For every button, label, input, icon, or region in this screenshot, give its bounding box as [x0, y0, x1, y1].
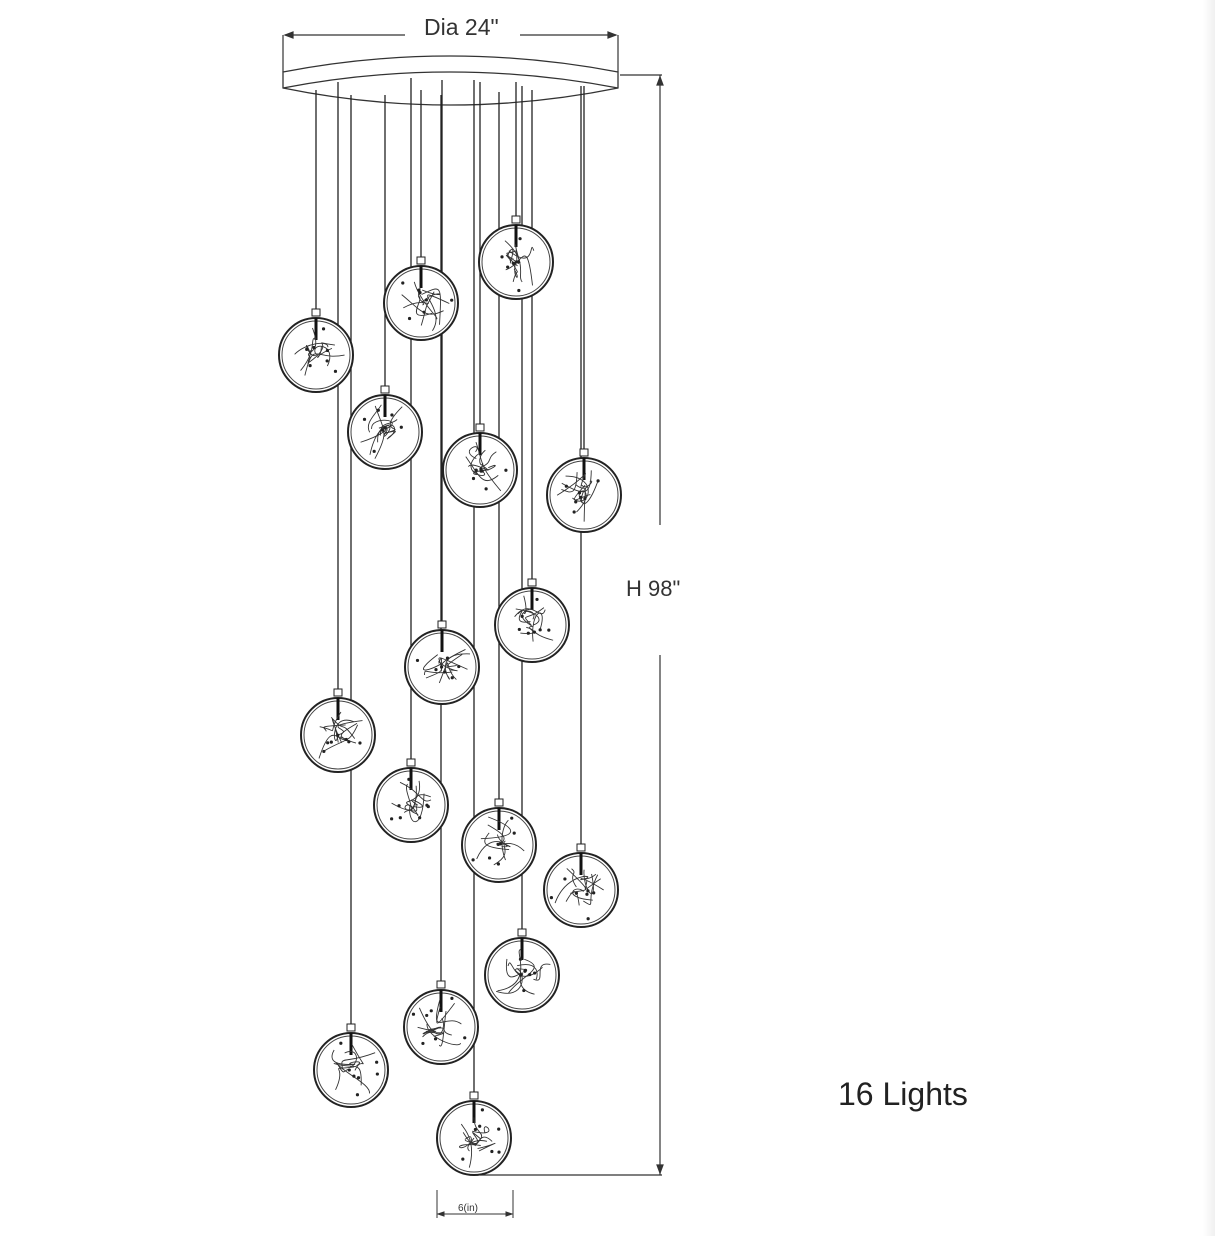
globe-pendant	[478, 215, 554, 300]
globe-pendant	[347, 385, 423, 470]
globe-pendant	[442, 423, 518, 508]
globe-width-dimension	[436, 1190, 514, 1218]
diameter-dimension	[282, 31, 619, 72]
diameter-label: Dia 24"	[418, 14, 505, 41]
canopy	[282, 55, 619, 106]
globe-pendant	[494, 578, 570, 663]
globe-pendant	[404, 620, 480, 705]
globe-size-label: 6(in)	[458, 1203, 479, 1214]
height-label: H 98"	[626, 576, 681, 602]
page-edge	[1203, 0, 1215, 1236]
height-dimension	[480, 74, 664, 1176]
globe-pendant	[313, 1023, 389, 1108]
globe-pendant	[383, 256, 459, 341]
globe-pendant	[300, 688, 376, 773]
pendant-globes	[278, 215, 622, 1176]
globe-pendant	[543, 843, 619, 928]
light-count-label: 16 Lights	[838, 1076, 968, 1113]
globe-pendant	[373, 758, 449, 843]
pendant-cords	[315, 78, 585, 1093]
globe-pendant	[484, 928, 560, 1013]
globe-pendant	[461, 798, 537, 883]
globe-pendant	[546, 448, 622, 533]
globe-pendant	[436, 1091, 512, 1176]
globe-pendant	[403, 980, 479, 1065]
globe-pendant	[278, 308, 354, 393]
